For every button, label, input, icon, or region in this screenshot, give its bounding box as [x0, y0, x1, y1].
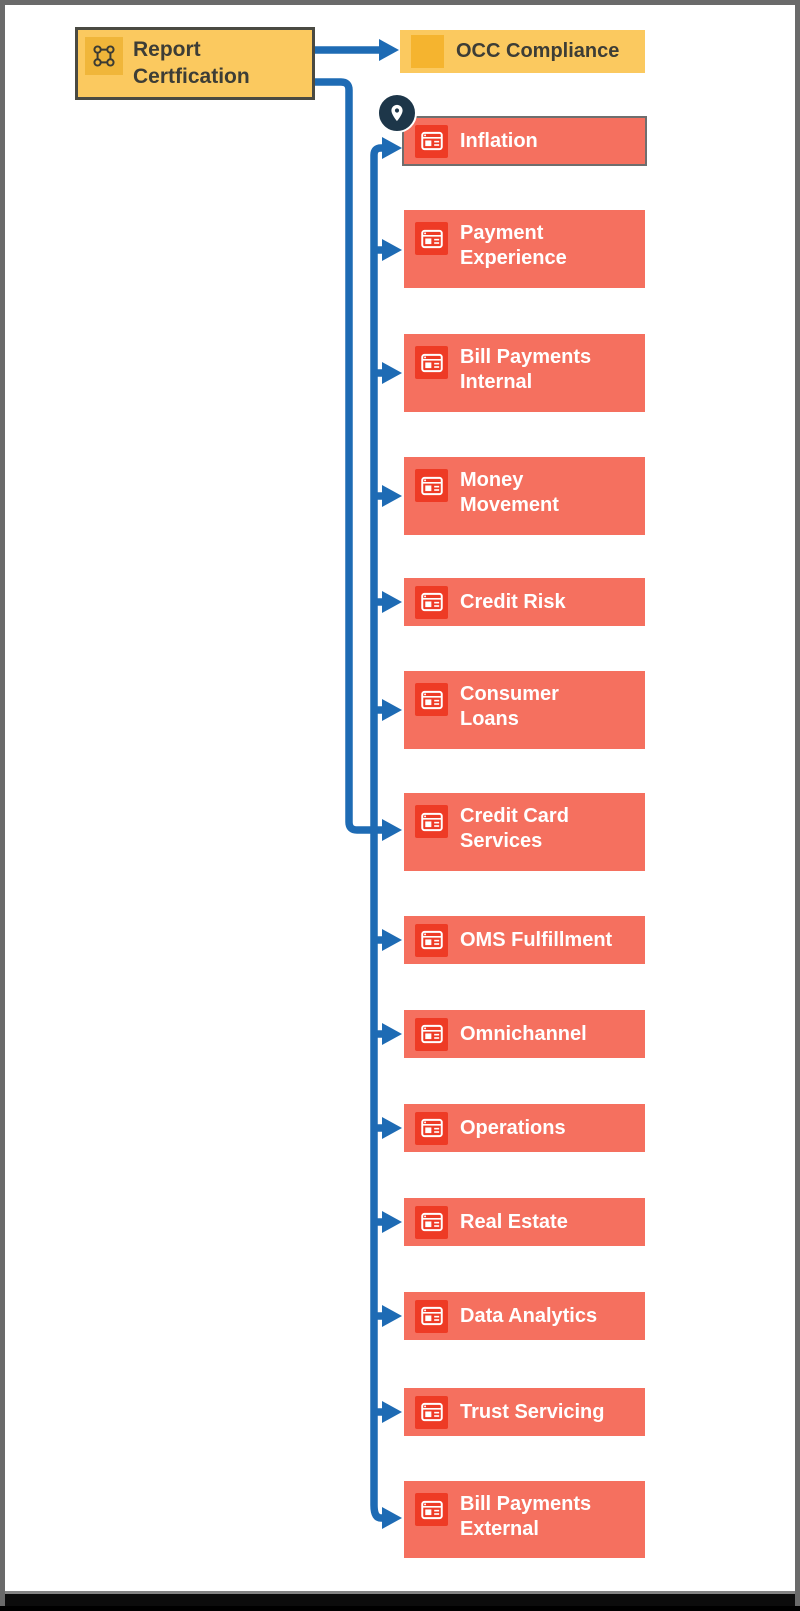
report-icon: [415, 1395, 448, 1429]
report-icon: [415, 1493, 448, 1526]
location-pin-icon: [377, 93, 417, 133]
node-bill-payments-internal[interactable]: Bill Payments Internal: [404, 334, 645, 412]
node-label: Operations: [460, 1116, 566, 1139]
node-occ-compliance[interactable]: OCC Compliance: [400, 30, 645, 73]
network-nodes-icon: [85, 37, 123, 75]
yellow-square-icon: [411, 35, 444, 68]
report-icon: [415, 1205, 448, 1239]
node-label: OMS Fulfillment: [460, 928, 613, 951]
edge-root-trunk: [315, 78, 384, 834]
node-label: Bill Payments Internal: [460, 346, 592, 393]
report-icon: [415, 585, 448, 619]
report-icon: [415, 346, 448, 379]
edge-child-spine: [370, 144, 385, 1522]
node-consumer-loans[interactable]: Consumer Loans: [404, 671, 645, 749]
report-icon: [415, 124, 448, 158]
node-operations[interactable]: Operations: [404, 1104, 645, 1152]
node-label: Bill Payments External: [460, 1493, 592, 1540]
node-label: Credit Card Services: [460, 805, 569, 852]
node-label: Credit Risk: [460, 590, 566, 613]
node-real-estate[interactable]: Real Estate: [404, 1198, 645, 1246]
node-bill-payments-external[interactable]: Bill Payments External: [404, 1481, 645, 1558]
node-label: Omnichannel: [460, 1022, 587, 1045]
report-icon: [415, 222, 448, 255]
report-icon: [415, 923, 448, 957]
window-bottom-border: [5, 1591, 795, 1606]
node-credit-risk[interactable]: Credit Risk: [404, 578, 645, 626]
arrowheads: [379, 39, 402, 1529]
report-icon: [415, 469, 448, 502]
node-oms-fulfillment[interactable]: OMS Fulfillment: [404, 916, 645, 964]
node-label: Real Estate: [460, 1210, 568, 1233]
node-inflation[interactable]: Inflation: [402, 116, 647, 166]
report-icon: [415, 1017, 448, 1051]
report-icon: [415, 683, 448, 716]
node-label: Report Certfication: [133, 38, 250, 88]
node-label: Trust Servicing: [460, 1400, 605, 1423]
report-icon: [415, 1111, 448, 1145]
node-omnichannel[interactable]: Omnichannel: [404, 1010, 645, 1058]
node-label: Data Analytics: [460, 1304, 598, 1327]
node-report-certification[interactable]: Report Certfication: [75, 27, 315, 100]
node-label: Money Movement: [460, 469, 559, 516]
node-label: Consumer Loans: [460, 683, 559, 730]
connector-lines: [315, 39, 402, 1529]
node-label: Inflation: [460, 129, 538, 152]
report-icon: [415, 1299, 448, 1333]
node-trust-servicing[interactable]: Trust Servicing: [404, 1388, 645, 1436]
report-icon: [415, 805, 448, 838]
node-label: Payment Experience: [460, 222, 567, 269]
node-money-movement[interactable]: Money Movement: [404, 457, 645, 535]
node-credit-card-services[interactable]: Credit Card Services: [404, 793, 645, 871]
node-data-analytics[interactable]: Data Analytics: [404, 1292, 645, 1340]
node-label: OCC Compliance: [456, 40, 620, 62]
node-payment-experience[interactable]: Payment Experience: [404, 210, 645, 288]
